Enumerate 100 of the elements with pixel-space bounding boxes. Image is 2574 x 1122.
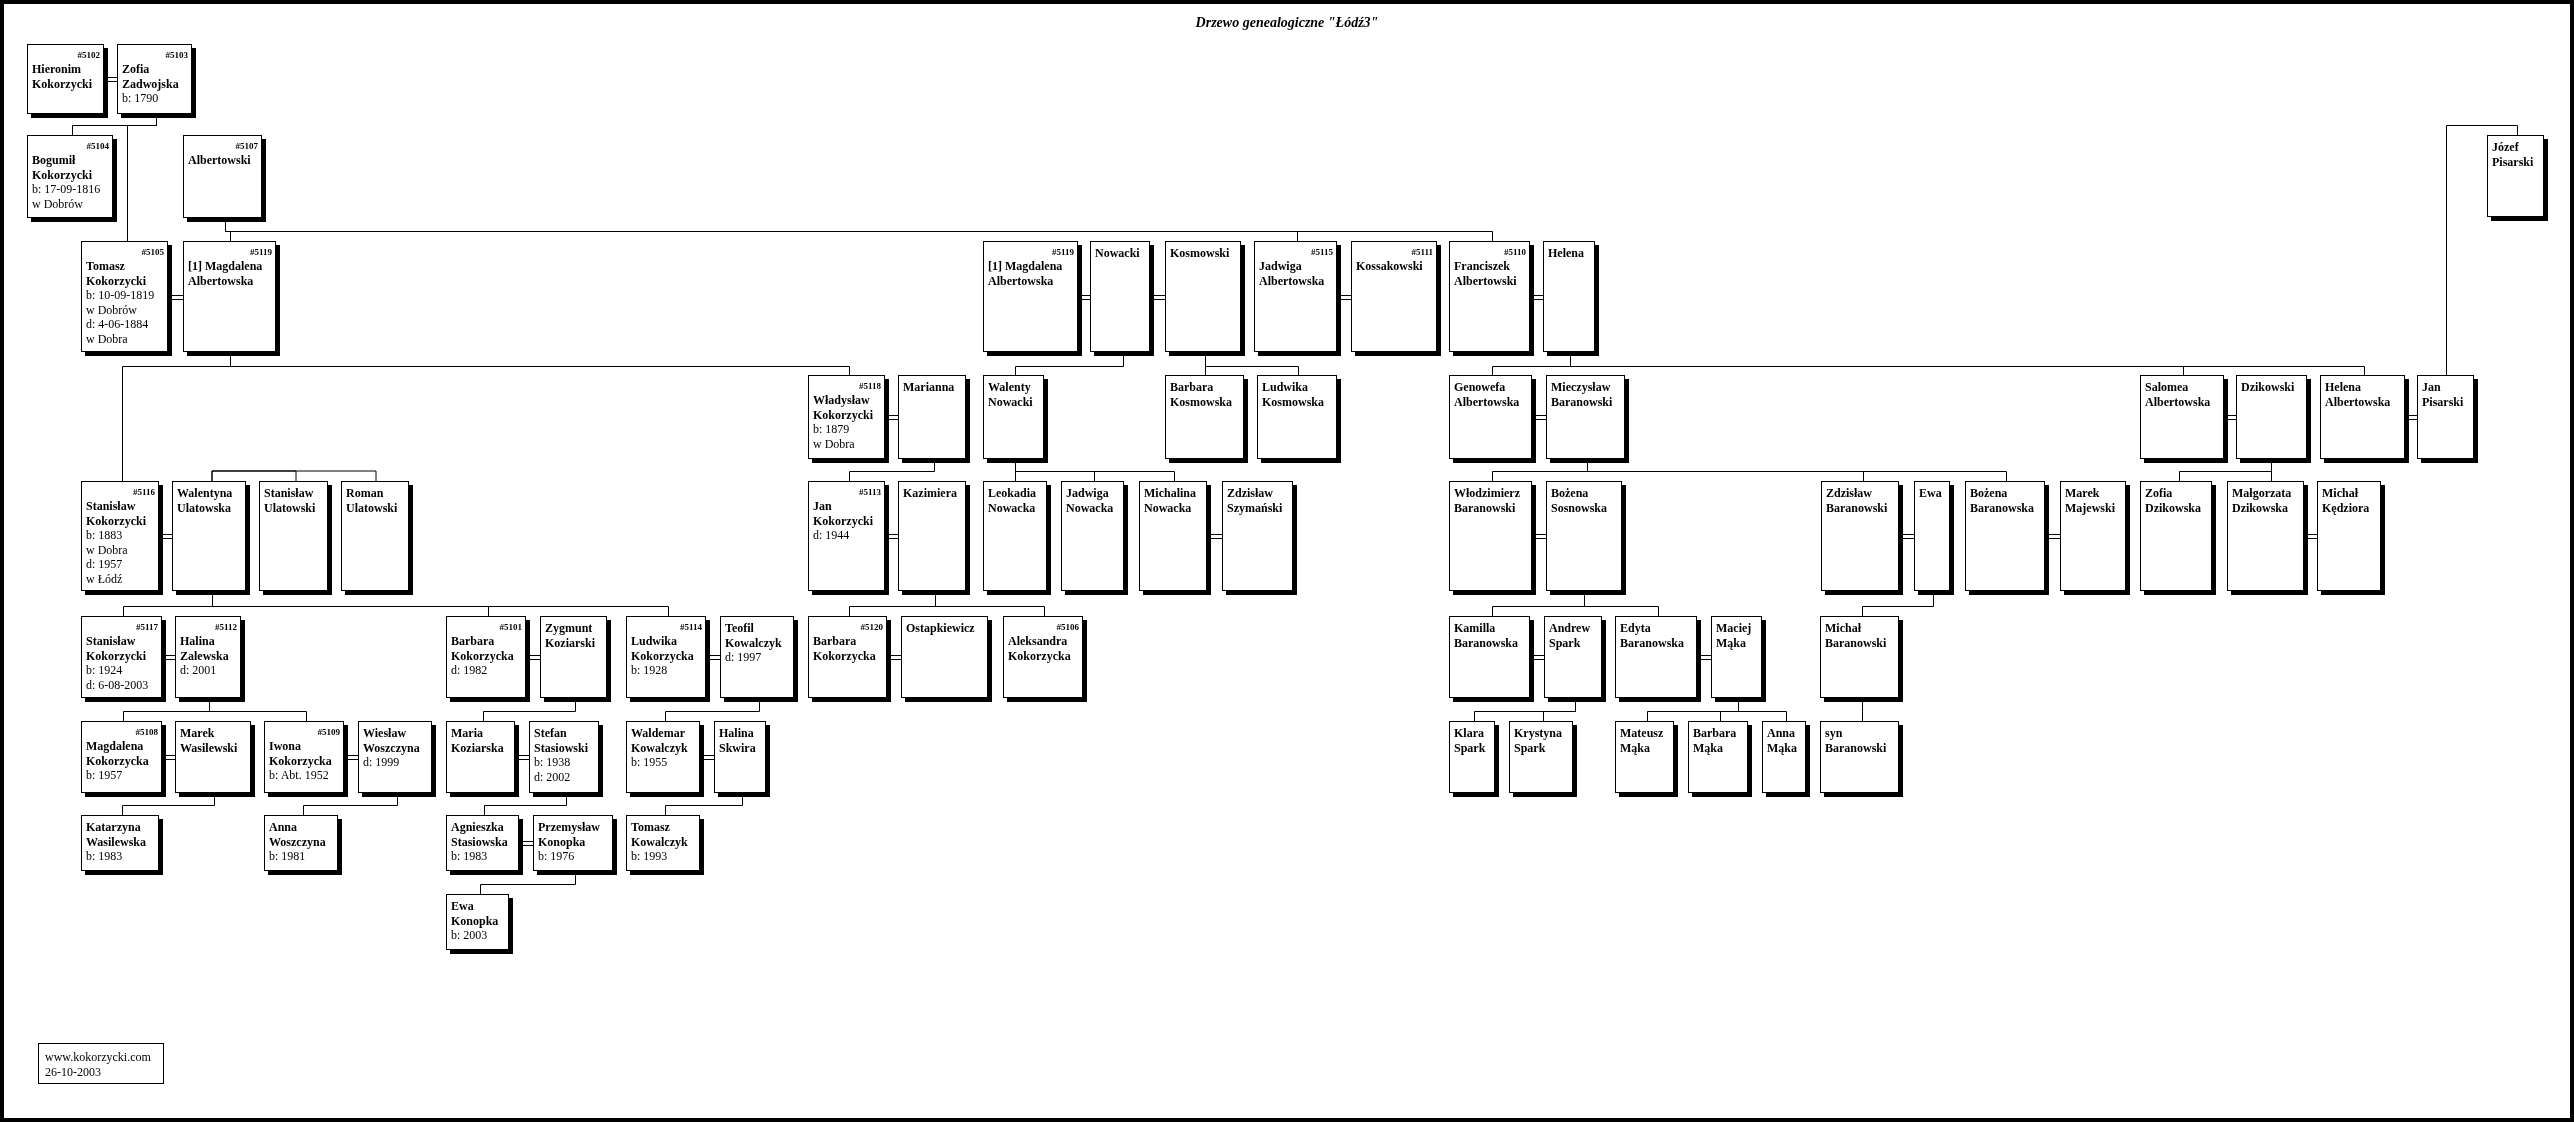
person-card (1003, 616, 1087, 702)
person-card (1061, 481, 1128, 595)
record-number: #5104 (86, 140, 109, 153)
person-card (533, 815, 617, 875)
person-card (1139, 481, 1211, 595)
marriage-line (529, 655, 541, 660)
life-detail: w Dobra (86, 542, 128, 557)
life-detail: w Dobra (86, 331, 128, 346)
record-number: #5107 (235, 140, 258, 153)
person-card (2227, 481, 2308, 595)
life-detail: b: 1928 (631, 663, 668, 678)
person-name: Andrew Spark (1549, 621, 1592, 650)
marriage-line (1153, 295, 1166, 300)
marriage-line (1340, 295, 1352, 300)
person-name: Klara Spark (1454, 726, 1487, 755)
person-name: Barbara Mąka (1693, 726, 1738, 755)
person-name: Włodzimierz Baranowski (1454, 486, 1521, 515)
person-name: Michał Kędziora (2322, 486, 2371, 515)
person-card (1449, 616, 1534, 702)
person-card (1090, 241, 1154, 356)
marriage-line (2307, 534, 2318, 539)
person-card (1615, 721, 1678, 797)
person-card (1449, 241, 1534, 356)
marriage-line (171, 295, 184, 300)
person-name: Halina Skwira (719, 726, 757, 755)
person-name: Józef Pisarski (2492, 140, 2535, 169)
person-card (2487, 135, 2548, 221)
record-number: #5101 (499, 621, 522, 634)
person-card (1509, 721, 1577, 797)
person-card (898, 481, 970, 595)
person-card (183, 241, 280, 356)
life-detail: d: 4-06-1884 (86, 317, 149, 332)
person-name: Zdzisław Baranowski (1826, 486, 1889, 515)
life-detail: b: 1981 (269, 849, 306, 864)
person-card (2140, 481, 2216, 595)
marriage-line (2408, 415, 2418, 420)
record-number: #5108 (135, 726, 158, 739)
person-card (1449, 481, 1536, 595)
person-name: Albertowski (188, 153, 251, 168)
life-detail: d: 1982 (451, 663, 488, 678)
person-name: Zdzisław Szymański (1227, 486, 1284, 515)
descent-line (1584, 594, 1659, 617)
descent-line (935, 594, 1045, 617)
descent-line (1543, 701, 1576, 722)
person-name: Marianna (903, 380, 955, 395)
person-card (1165, 241, 1245, 356)
person-name: Michalina Nowacka (1144, 486, 1197, 515)
descent-line (1862, 701, 1863, 722)
person-name: Krystyna Spark (1514, 726, 1563, 755)
person-name: Zofia Dzikowska (2145, 486, 2202, 515)
life-detail: d: 1957 (86, 557, 123, 572)
life-detail: b: Abt. 1952 (269, 768, 329, 783)
person-card (27, 135, 117, 222)
record-number: #5120 (860, 621, 883, 634)
person-name: Barbara Kokorzycka (813, 634, 877, 663)
descent-line (209, 701, 307, 722)
life-detail: w Dobrów (86, 302, 137, 317)
life-detail: b: 10-09-1819 (86, 288, 155, 303)
person-name: Kazimiera (903, 486, 957, 501)
sibling-line (211, 470, 377, 482)
life-detail: b: 2003 (451, 928, 488, 943)
descent-line (127, 117, 157, 242)
record-number: #5106 (1056, 621, 1079, 634)
person-name: [1] Magdalena Albertowska (988, 259, 1064, 288)
life-detail: d: 1997 (725, 650, 762, 665)
person-name: Kamilla Baranowska (1454, 621, 1519, 650)
life-detail: b: 1955 (631, 755, 668, 770)
person-card (808, 375, 889, 463)
person-card (446, 721, 519, 797)
person-card (2317, 481, 2385, 595)
person-card (720, 616, 798, 702)
marriage-line (890, 655, 902, 660)
marriage-line (107, 77, 118, 82)
life-detail: b: 17-09-1816 (32, 182, 101, 197)
marriage-line (888, 415, 899, 420)
marriage-line (518, 755, 530, 760)
person-card (1711, 616, 1766, 702)
record-number: #5105 (141, 246, 164, 259)
marriage-line (522, 841, 534, 846)
descent-line (849, 462, 935, 482)
person-card (117, 44, 196, 118)
marriage-line (2048, 534, 2061, 539)
person-name: Maciej Mąka (1716, 621, 1753, 650)
life-detail: b: 1976 (538, 849, 575, 864)
life-detail: w Łódź (86, 571, 123, 586)
marriage-line (888, 534, 899, 539)
life-detail: b: 1883 (86, 528, 123, 543)
marriage-line (347, 755, 359, 760)
record-number: #5115 (1311, 246, 1333, 259)
record-number: #5118 (859, 380, 881, 393)
footer-box (38, 1043, 164, 1084)
descent-line (122, 796, 215, 816)
person-name: Stanisław Ulatowski (264, 486, 317, 515)
print-date: 26-10-2003 (45, 1064, 101, 1079)
person-card (1762, 721, 1810, 797)
person-card (1820, 721, 1903, 797)
person-card (1821, 481, 1903, 595)
person-card (446, 815, 523, 875)
record-number: #5109 (317, 726, 340, 739)
person-name: Roman Ulatowski (346, 486, 399, 515)
